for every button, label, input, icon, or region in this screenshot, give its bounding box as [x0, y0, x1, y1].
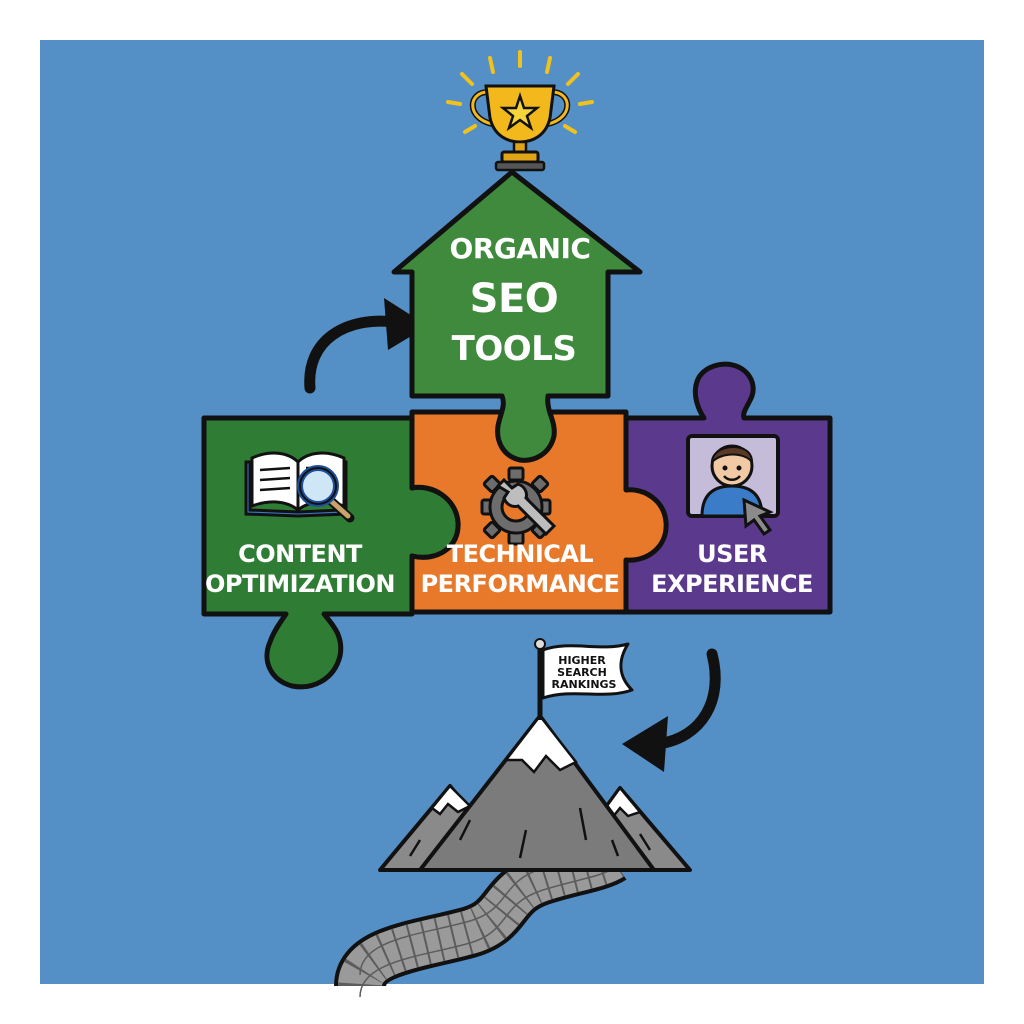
- organic-seo-arrow: [391, 169, 643, 463]
- book-magnifier-icon: [244, 451, 355, 523]
- flag-label-line3: RANKINGS: [552, 678, 617, 691]
- curved-arrow-left: [304, 315, 402, 394]
- piece-label-technical-line2: PERFORMANCE: [421, 570, 620, 598]
- curved-arrow-right: [652, 648, 721, 750]
- rankings-flag: [534, 638, 634, 720]
- flag-label-line1: HIGHER: [558, 654, 606, 667]
- arrow-label-line3: TOOLS: [452, 329, 577, 369]
- arrowhead-left: [384, 298, 428, 350]
- gear-wrench-icon: [480, 466, 557, 546]
- flag-label-line2: SEARCH: [557, 666, 607, 679]
- piece-label-content-line2: OPTIMIZATION: [205, 570, 395, 598]
- user-cursor-icon: [686, 434, 780, 537]
- piece-label-content-line1: CONTENT: [238, 540, 363, 568]
- piece-label-user-line1: USER: [697, 540, 767, 568]
- arrowhead-right: [622, 716, 668, 772]
- piece-label-technical-line1: TECHNICAL: [447, 540, 594, 568]
- mountain-peaks: [378, 713, 692, 872]
- arrow-label-line2: SEO: [470, 276, 559, 322]
- trophy-icon: [446, 50, 594, 172]
- piece-label-user-line2: EXPERIENCE: [651, 570, 813, 598]
- arrow-label-line1: ORGANIC: [450, 232, 591, 265]
